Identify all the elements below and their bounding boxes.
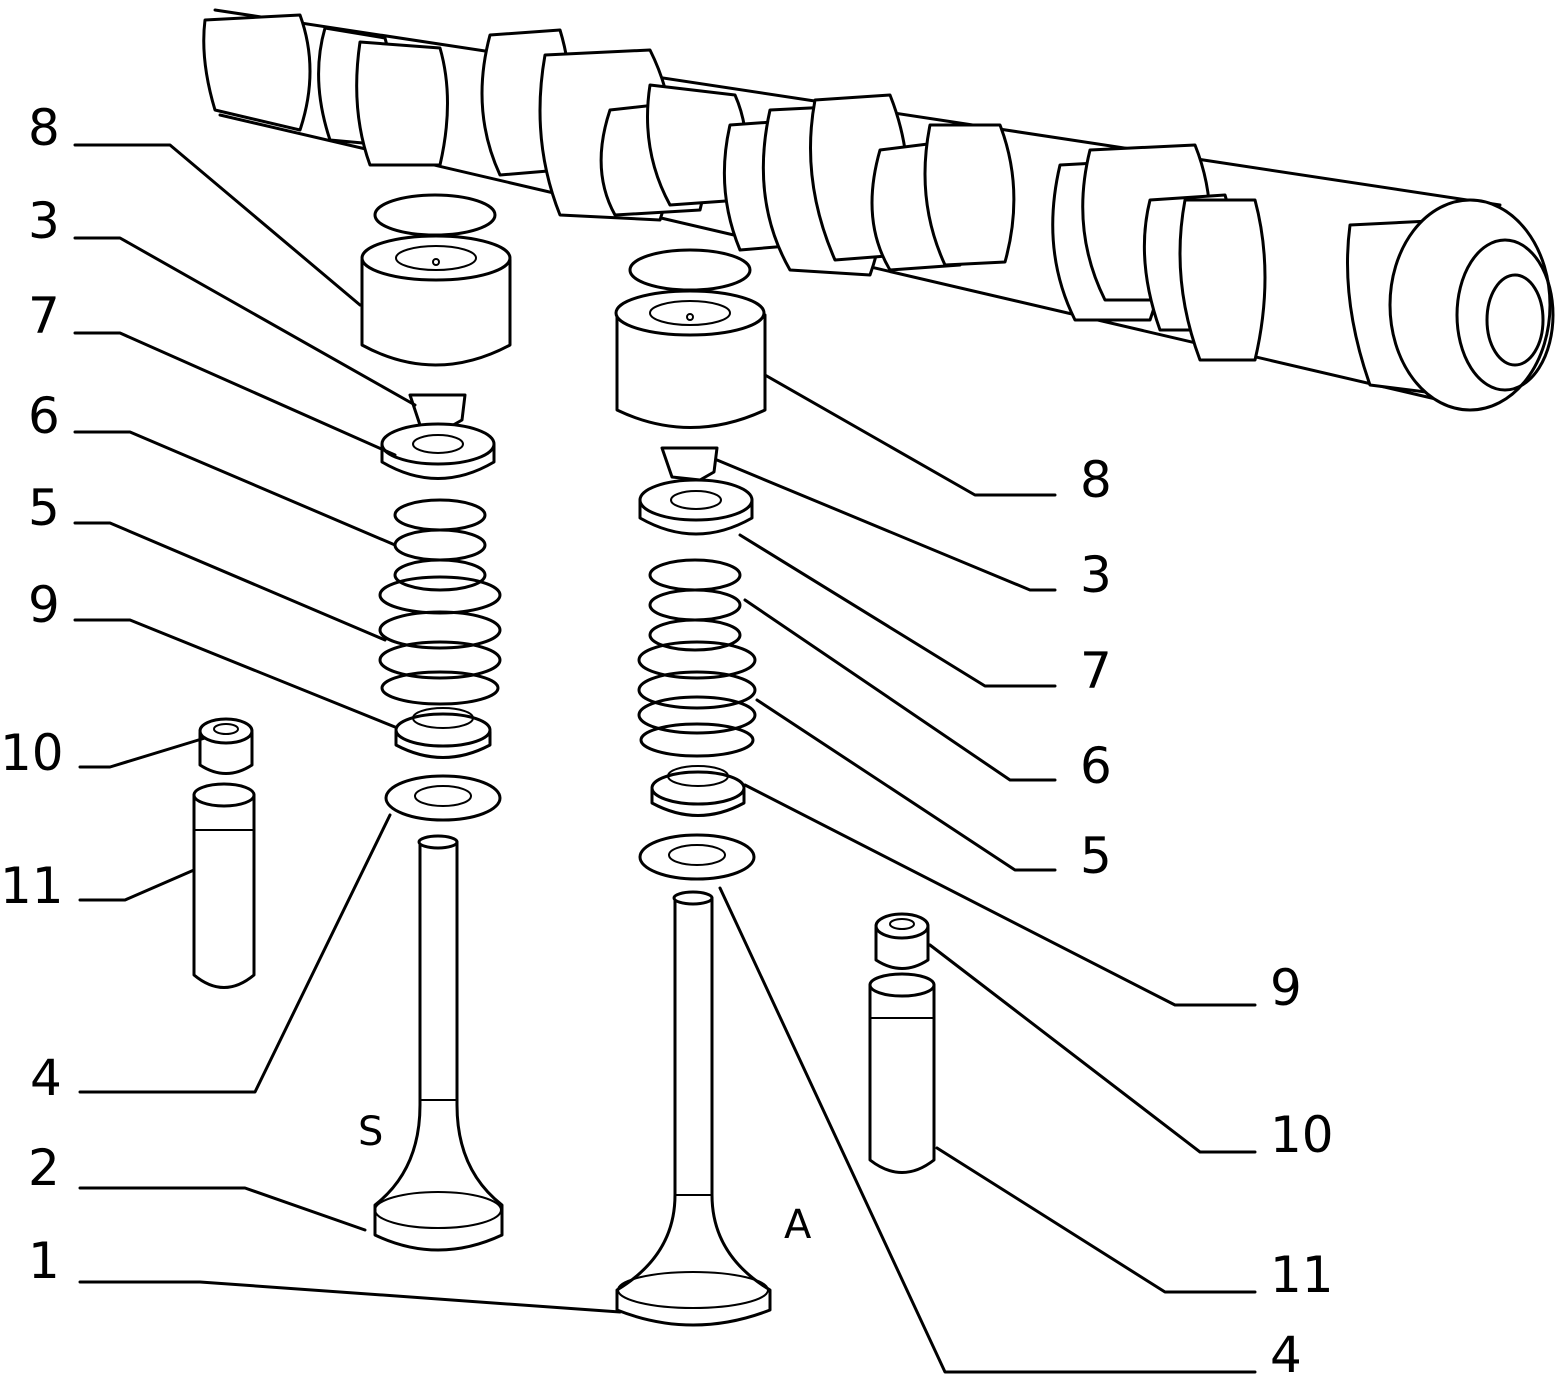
callout-right-9: 4	[1270, 1326, 1302, 1378]
left-washer	[384, 774, 502, 822]
callout-left-4: 6	[28, 387, 60, 445]
right-inner-spring	[648, 558, 742, 652]
callout-left-3: 7	[28, 287, 60, 345]
callout-right-8: 11	[1270, 1246, 1334, 1304]
callout-right-2: 3	[1080, 546, 1112, 604]
callout-left-9: 4	[30, 1049, 62, 1107]
left-upper-retainer	[380, 422, 496, 480]
callout-left-7: 10	[0, 724, 64, 782]
callout-right-1: 8	[1080, 451, 1112, 509]
left-valve-guide	[192, 782, 256, 989]
callout-left-10: 2	[28, 1139, 60, 1197]
callout-right-5: 5	[1080, 827, 1112, 885]
callouts-right: 8 3 7 6 5 9 10 11 4	[1080, 451, 1334, 1378]
right-outer-spring	[637, 640, 757, 758]
left-valve	[373, 834, 504, 1252]
right-valve-collets	[660, 446, 719, 482]
callout-left-5: 5	[28, 479, 60, 537]
right-tappet-bucket	[614, 248, 767, 429]
left-outer-spring	[378, 575, 502, 706]
callout-right-7: 10	[1270, 1106, 1334, 1164]
right-lower-seat	[650, 765, 746, 817]
callout-right-6: 9	[1270, 959, 1302, 1017]
callout-right-3: 7	[1080, 642, 1112, 700]
left-tappet-bucket	[360, 193, 512, 367]
right-valve-assembly	[614, 248, 936, 1327]
callout-left-6: 9	[28, 576, 60, 634]
left-valve-assembly	[192, 193, 512, 1252]
callout-right-4: 6	[1080, 737, 1112, 795]
left-lower-seat	[394, 707, 492, 759]
right-upper-retainer	[638, 478, 754, 536]
left-valve-seal	[198, 717, 254, 775]
right-valve-guide	[868, 972, 936, 1174]
callout-left-8: 11	[0, 857, 64, 915]
intake-side-label: S	[358, 1109, 383, 1155]
right-valve	[615, 890, 772, 1327]
right-valve-seal	[874, 912, 930, 970]
exhaust-side-label: A	[784, 1202, 812, 1248]
right-washer	[638, 833, 756, 881]
callout-left-2: 3	[28, 192, 60, 250]
callout-left-11: 1	[28, 1232, 60, 1290]
callouts-left: 8 3 7 6 5 9 10 11 4 2 1	[0, 99, 64, 1290]
leader-lines	[73, 143, 1257, 1374]
camshaft	[202, 8, 1555, 412]
callout-left-1: 8	[28, 99, 60, 157]
